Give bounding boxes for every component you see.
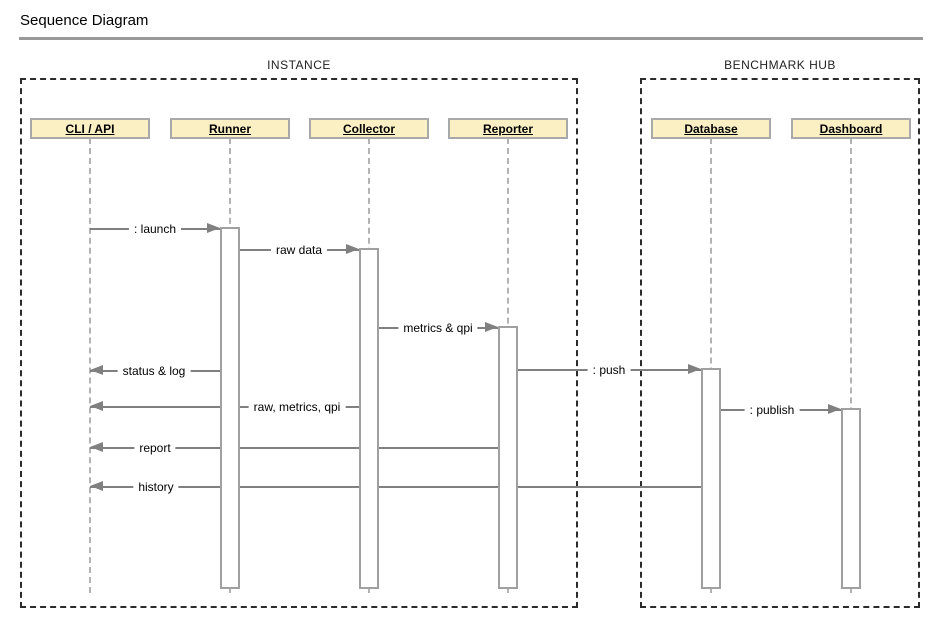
participant-label-dashboard: Dashboard [819,122,883,136]
message-label: report [134,441,176,455]
participant-reporter: Reporter [448,118,568,139]
message-label: raw, metrics, qpi [248,400,346,414]
message-label: : push [587,363,631,377]
message-arrowhead-icon [207,223,220,233]
message-label: : launch [128,222,182,236]
participant-runner: Runner [170,118,290,139]
participant-label-cli-api: CLI / API [65,122,115,136]
message-arrowhead-icon [90,401,103,411]
page-title: Sequence Diagram [20,12,149,29]
activation-database [701,368,721,589]
message-arrowhead-icon [346,244,359,254]
participant-collector: Collector [309,118,429,139]
activation-runner [220,227,240,589]
participant-label-runner: Runner [209,122,251,136]
message-arrowhead-icon [90,365,103,375]
participant-label-database: Database [684,122,738,136]
participant-label-reporter: Reporter [482,122,533,136]
message-label: status & log [117,364,191,378]
participant-database: Database [651,118,771,139]
frame-label-benchmark-hub: BENCHMARK HUB [724,58,836,72]
participant-dashboard: Dashboard [791,118,911,139]
message-arrowhead-icon [485,322,498,332]
activation-dashboard [841,408,861,589]
participant-label-collector: Collector [342,122,395,136]
participant-cli-api: CLI / API [30,118,150,139]
message-label: metrics & qpi [398,321,478,335]
message-label: raw data [270,243,328,257]
frame-instance [20,78,578,608]
lifeline-dashboard [850,138,852,593]
message-arrowhead-icon [90,481,103,491]
message-arrowhead-icon [90,442,103,452]
title-rule [19,37,923,40]
message-line [90,486,701,488]
message-arrowhead-icon [828,404,841,414]
message-label: history [133,480,179,494]
frame-label-instance: INSTANCE [267,58,331,72]
message-line [90,447,498,449]
frame-benchmark-hub [640,78,920,608]
activation-collector [359,248,379,589]
lifeline-database [710,138,712,593]
activation-reporter [498,326,518,589]
message-label: : publish [744,403,800,417]
message-arrowhead-icon [688,364,701,374]
